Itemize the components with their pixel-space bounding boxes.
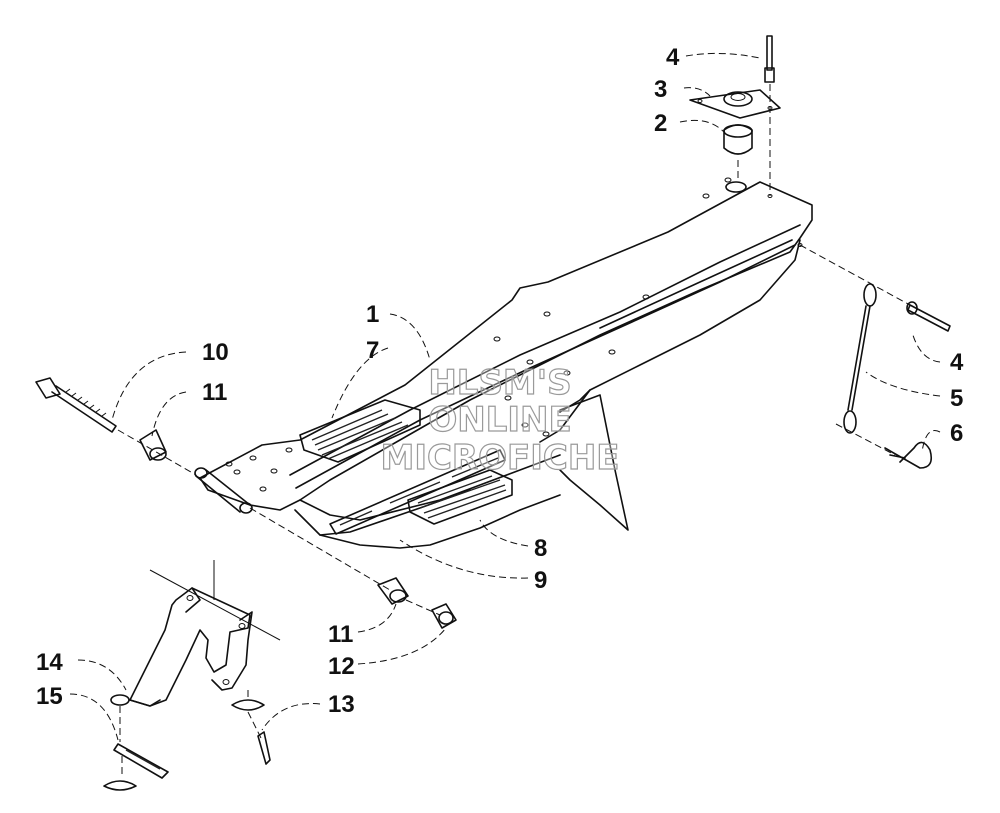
watermark: HLSM'S ONLINE MICROFICHE	[380, 362, 620, 478]
callout-12: 12	[328, 653, 355, 680]
callout-14: 14	[36, 649, 63, 676]
callout-2: 2	[654, 110, 667, 137]
tether-assembly	[799, 244, 951, 469]
callout-leaders	[69, 52, 941, 741]
callout-5: 5	[950, 385, 963, 412]
callout-1: 1	[366, 301, 379, 328]
watermark-line-3: MICROFICHE	[380, 438, 619, 478]
decal-7	[299, 399, 421, 463]
callout-15: 15	[36, 683, 63, 710]
callout-9: 9	[534, 567, 547, 594]
callout-4: 4	[950, 349, 964, 376]
callout-4: 4	[666, 44, 680, 71]
callout-11: 11	[328, 621, 353, 648]
main-chassis-part	[194, 177, 813, 549]
callout-3: 3	[654, 76, 667, 103]
callout-10: 10	[202, 339, 229, 366]
callout-13: 13	[328, 691, 355, 718]
hinge-bolt-assembly	[35, 377, 457, 629]
mount-bracket-assembly	[103, 560, 281, 791]
decal-8	[407, 469, 513, 525]
top-mount-assembly	[689, 35, 781, 196]
callout-8: 8	[534, 535, 547, 562]
watermark-line-1: HLSM'S	[428, 363, 571, 403]
callout-11: 11	[202, 379, 227, 406]
decal-9	[329, 449, 506, 535]
callout-6: 6	[950, 420, 963, 447]
callout-7: 7	[366, 337, 379, 364]
watermark-line-2: ONLINE	[428, 400, 571, 440]
